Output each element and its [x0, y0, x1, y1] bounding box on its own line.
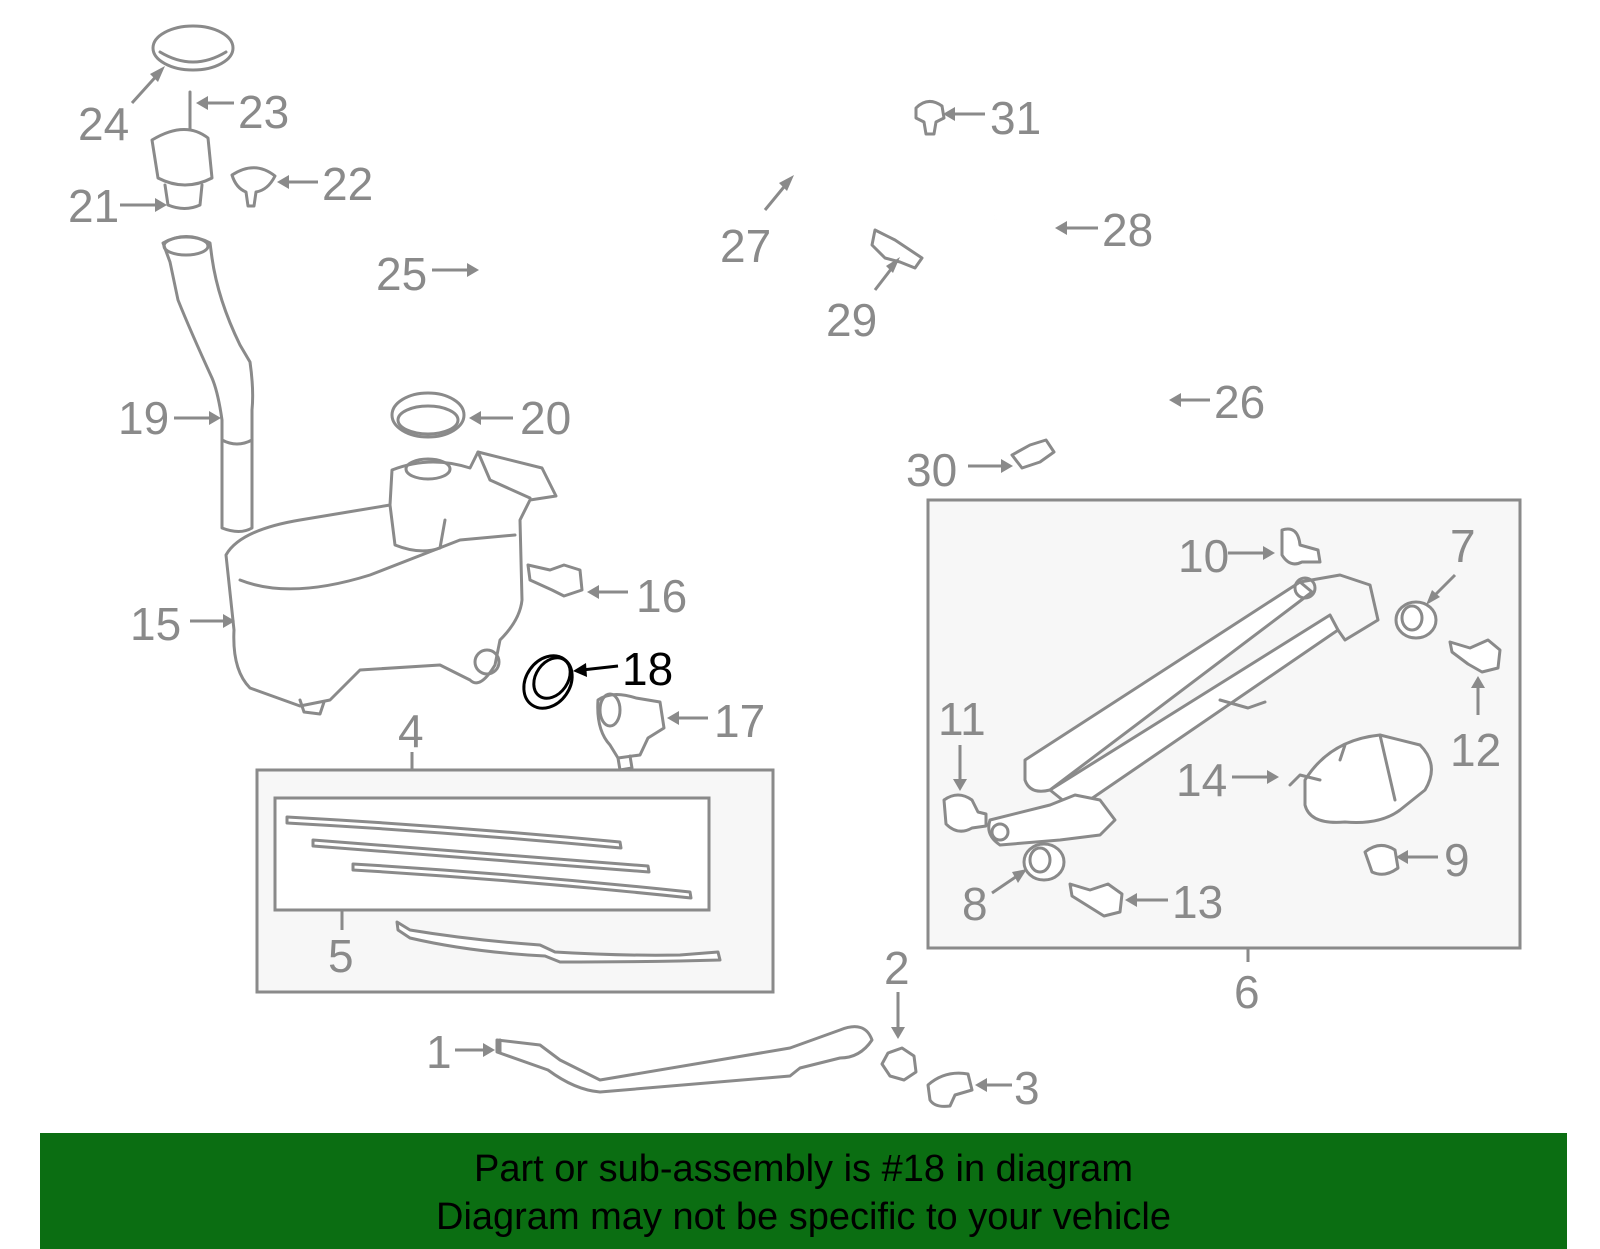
callout-24: 24 — [78, 98, 129, 150]
callout-1: 1 — [426, 1026, 452, 1078]
part-13-bolt — [1068, 882, 1124, 918]
leader-lines — [120, 66, 1485, 1092]
callout-30: 30 — [906, 444, 957, 496]
part-29-joint — [870, 228, 924, 270]
callout-18: 18 — [622, 643, 673, 695]
callout-7: 7 — [1450, 520, 1476, 572]
callout-3: 3 — [1014, 1062, 1040, 1114]
part-12-bolt — [1448, 638, 1502, 674]
part-27-hose — [703, 80, 862, 222]
part-22-clip — [230, 166, 277, 208]
callout-10: 10 — [1178, 530, 1229, 582]
callout-6: 6 — [1234, 966, 1260, 1018]
callout-25: 25 — [376, 248, 427, 300]
callout-15: 15 — [130, 598, 181, 650]
part-1-wiper-arm — [495, 1025, 874, 1094]
part-17-pump — [596, 692, 666, 772]
callout-17: 17 — [714, 695, 765, 747]
pivot-left — [987, 793, 1117, 847]
callout-27: 27 — [720, 220, 771, 272]
linkage-rod — [1023, 573, 1380, 812]
part-16-bolt — [526, 563, 584, 598]
callout-9: 9 — [1444, 834, 1470, 886]
callout-23: 23 — [238, 86, 289, 138]
part-3-cap — [926, 1071, 974, 1108]
part-15-washer-tank — [224, 450, 558, 716]
part-24-cap — [151, 24, 235, 72]
part-30-connector — [1010, 438, 1056, 470]
callout-8: 8 — [962, 878, 988, 930]
part-8-bushing — [1022, 842, 1066, 882]
part-31-nozzle — [914, 100, 946, 136]
part-28-hose — [946, 163, 1054, 252]
part-9-clip — [1363, 844, 1400, 876]
part-26-hose — [958, 268, 1163, 442]
banner-line-1: Part or sub-assembly is #18 in diagram — [474, 1148, 1133, 1190]
part-25-hose — [474, 38, 677, 340]
callout-12: 12 — [1450, 724, 1501, 776]
part-19-filler-neck — [161, 235, 255, 533]
wiper-blade-refills — [285, 815, 693, 900]
part-20-grommet — [390, 391, 466, 439]
callout-4: 4 — [398, 705, 424, 757]
part-18-seal — [522, 654, 574, 710]
callout-5: 5 — [328, 930, 354, 982]
callout-16: 16 — [636, 570, 687, 622]
callout-22: 22 — [322, 158, 373, 210]
callout-11: 11 — [938, 693, 986, 745]
callout-21: 21 — [68, 180, 119, 232]
part-2-nut — [880, 1046, 918, 1082]
part-14-motor — [1288, 733, 1433, 824]
part-10-clip — [1280, 527, 1322, 566]
callout-19: 19 — [118, 392, 169, 444]
callout-29: 29 — [826, 294, 877, 346]
part-11-clip — [942, 793, 988, 833]
callout-20: 20 — [520, 392, 571, 444]
wiper-blade — [395, 920, 722, 964]
callout-31: 31 — [990, 92, 1041, 144]
callout-14: 14 — [1176, 754, 1227, 806]
banner-line-2: Diagram may not be specific to your vehi… — [436, 1196, 1171, 1238]
info-banner: Part or sub-assembly is #18 in diagram D… — [40, 1133, 1567, 1249]
callout-26: 26 — [1214, 376, 1265, 428]
callout-28: 28 — [1102, 204, 1153, 256]
part-7-bushing — [1394, 600, 1438, 640]
part-21-strainer — [150, 128, 214, 210]
callout-13: 13 — [1172, 876, 1223, 928]
callout-2: 2 — [884, 942, 910, 994]
